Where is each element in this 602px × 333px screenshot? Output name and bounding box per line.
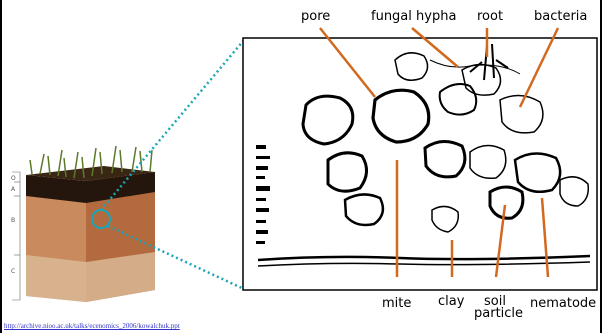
glyph <box>256 241 265 244</box>
label-root: root <box>477 10 503 24</box>
zoom-line-top <box>101 40 244 210</box>
svg-text:O: O <box>11 175 16 182</box>
glyph <box>256 156 270 159</box>
label-fungal-hypha: fungal hypha <box>371 10 456 24</box>
svg-text:B: B <box>11 217 15 224</box>
label-soil-particle-line2: particle <box>474 307 523 321</box>
svg-text:C: C <box>11 268 15 275</box>
horizon-letters: O A B C <box>11 175 16 275</box>
soil-profile: O A B C <box>11 146 155 302</box>
label-clay: clay <box>438 295 464 309</box>
magnified-panel <box>243 38 597 290</box>
glyph <box>256 198 266 201</box>
glyph <box>256 230 268 234</box>
glyph <box>256 145 266 149</box>
label-nematode: nematode <box>530 297 596 311</box>
label-mite: mite <box>382 297 411 311</box>
glyph <box>256 186 270 191</box>
svg-text:A: A <box>11 186 16 193</box>
glyph <box>256 208 269 212</box>
label-bacteria: bacteria <box>534 10 587 24</box>
glyph <box>256 166 268 170</box>
glyph <box>256 176 265 179</box>
glyph <box>256 220 266 223</box>
source-link[interactable]: http://archive.nioo.ac.uk/talks/ecenomic… <box>4 322 180 330</box>
label-pore: pore <box>301 10 330 24</box>
